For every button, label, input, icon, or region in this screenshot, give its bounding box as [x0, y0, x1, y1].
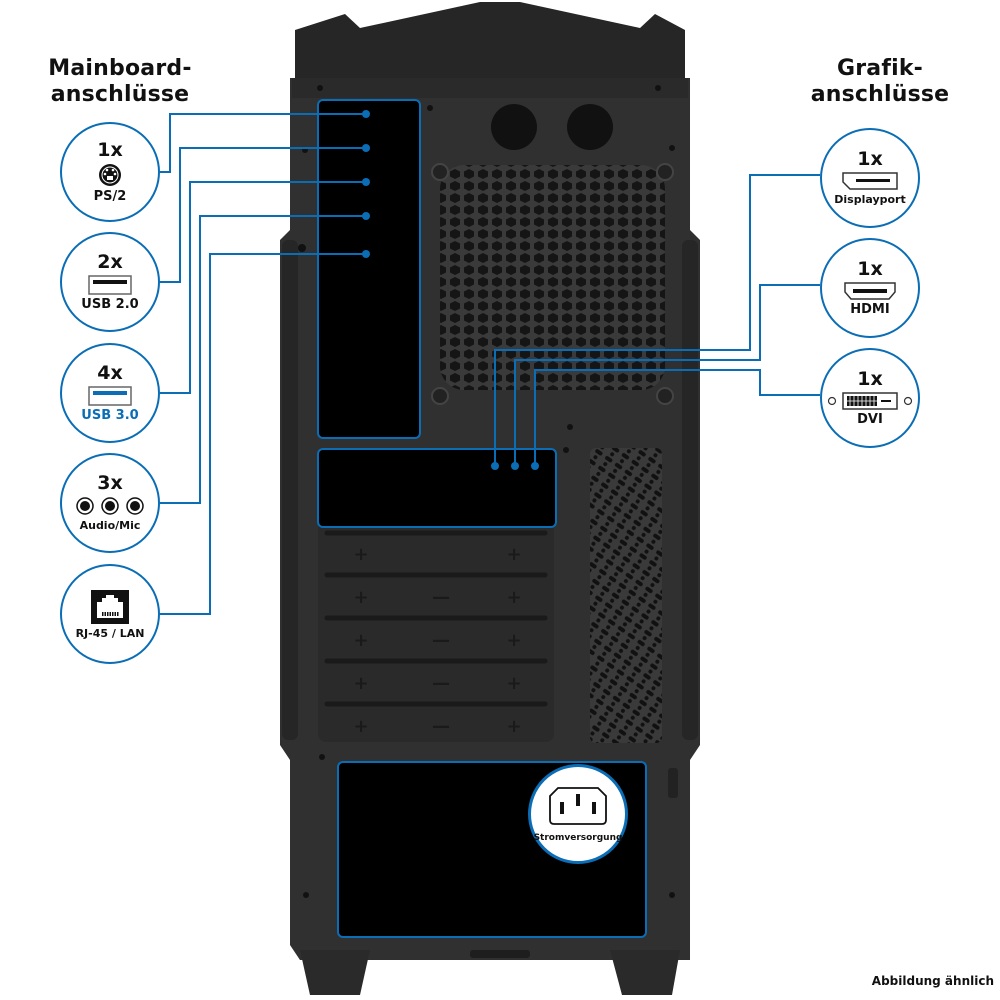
watercooling-hole-left: [491, 104, 537, 150]
displayport-icon: [842, 171, 898, 190]
port-displayport: 1x Displayport: [820, 128, 920, 228]
svg-text:—: —: [432, 673, 450, 694]
port-label: PS/2: [93, 188, 127, 204]
port-count: 1x: [857, 257, 883, 280]
io-panel: [317, 99, 421, 439]
port-hdmi: 1x HDMI: [820, 238, 920, 338]
heading-line: Grafik-: [836, 56, 924, 81]
port-label: Audio/Mic: [79, 518, 141, 532]
dvi-port-icon: [827, 391, 913, 410]
svg-text:+: +: [506, 544, 521, 565]
gpu-panel: [317, 448, 557, 528]
port-label: DVI: [857, 411, 883, 427]
mainboard-callout-lines: [160, 113, 366, 615]
case-top-crown: [295, 2, 685, 80]
svg-text:+: +: [506, 716, 521, 737]
port-label: USB 2.0: [81, 296, 139, 312]
power-label: Stromversorgung: [533, 832, 623, 843]
ethernet-port-icon: [91, 589, 129, 624]
port-count: 4x: [97, 361, 123, 384]
svg-text:+: +: [506, 587, 521, 608]
power-socket-icon: [548, 786, 608, 826]
svg-text:+: +: [353, 673, 368, 694]
case-foot-right: [610, 950, 680, 995]
port-label: Displayport: [834, 192, 906, 206]
port-count: 1x: [97, 138, 123, 161]
port-count: 1x: [857, 147, 883, 170]
watercooling-hole-right: [567, 104, 613, 150]
port-audio: 3x Audio/Mic: [60, 453, 160, 553]
graphics-heading: Grafik- anschlüsse: [790, 56, 970, 108]
hdmi-port-icon: [844, 281, 896, 300]
port-usb2: 2x USB 2.0: [60, 232, 160, 332]
heading-line: anschlüsse: [810, 82, 950, 107]
rear-fan-grill: [440, 165, 665, 390]
graphics-callout-lines: [494, 174, 820, 466]
heading-line: Mainboard-: [48, 56, 192, 81]
port-lan: RJ-45 / LAN: [60, 564, 160, 664]
port-ps2: 1x PS/2: [60, 122, 160, 222]
case-foot-left: [300, 950, 370, 995]
svg-text:+: +: [353, 630, 368, 651]
port-label: HDMI: [850, 301, 890, 317]
heading-line: anschlüsse: [50, 82, 190, 107]
port-count: 3x: [97, 471, 123, 494]
port-label: RJ-45 / LAN: [75, 626, 145, 640]
port-count: 2x: [97, 250, 123, 273]
svg-text:+: +: [353, 716, 368, 737]
power-supply-callout: Stromversorgung: [528, 764, 628, 864]
image-disclaimer: Abbildung ähnlich: [871, 974, 994, 988]
port-dvi: 1x DVI: [820, 348, 920, 448]
svg-text:+: +: [353, 587, 368, 608]
svg-text:—: —: [432, 716, 450, 737]
mainboard-heading: Mainboard- anschlüsse: [20, 56, 220, 108]
audio-jack-icon: [75, 496, 145, 516]
ps2-port-icon: [98, 163, 122, 187]
port-count: 1x: [857, 367, 883, 390]
svg-text:—: —: [432, 587, 450, 608]
port-usb3: 4x USB 3.0: [60, 343, 160, 443]
side-vent-mesh: [590, 448, 662, 743]
svg-text:—: —: [432, 630, 450, 651]
svg-text:+: +: [506, 630, 521, 651]
svg-text:+: +: [506, 673, 521, 694]
port-label: USB 3.0: [81, 407, 139, 423]
svg-text:+: +: [353, 544, 368, 565]
usb3-port-icon: [88, 385, 132, 406]
usb2-port-icon: [88, 274, 132, 295]
expansion-slots: [324, 530, 548, 707]
